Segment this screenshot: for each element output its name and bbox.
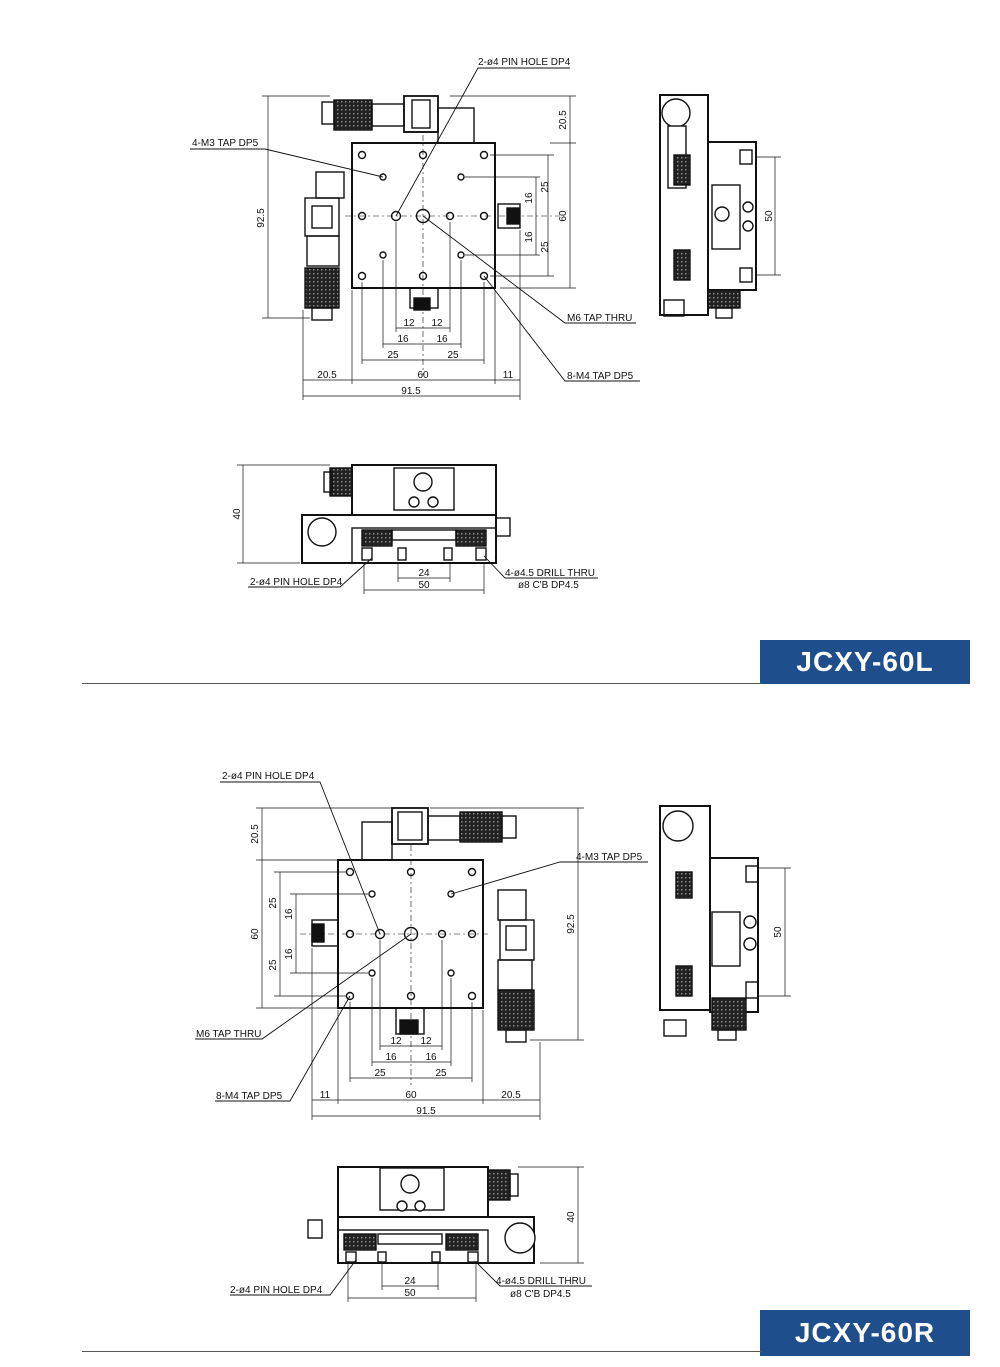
dim-16-d-l: 16 [436, 334, 448, 345]
section-divider [82, 683, 762, 684]
dim-20-5-bot-r: 20.5 [501, 1090, 521, 1101]
dim-25-d-r: 25 [435, 1068, 447, 1079]
dim-16-b-r: 16 [284, 948, 295, 960]
dim-50-side-l: 50 [764, 210, 775, 222]
dim-50-l: 50 [418, 580, 430, 591]
label-m4-tap-r: 8-M4 TAP DP5 [216, 1091, 283, 1102]
dim-50-r: 50 [404, 1288, 416, 1299]
dim-16-d-r: 16 [425, 1052, 437, 1063]
dim-25-a-r: 25 [268, 897, 279, 909]
dim-11-r: 11 [320, 1090, 331, 1101]
dim-12-a-r: 12 [390, 1036, 402, 1047]
dim-60-h-l: 60 [417, 370, 429, 381]
dim-12-a-l: 12 [403, 318, 415, 329]
label-m4-tap-l: 8-M4 TAP DP5 [567, 371, 634, 382]
dim-16-c-r: 16 [385, 1052, 397, 1063]
dim-60-h-r: 60 [405, 1090, 417, 1101]
dim-20-5-top-l: 20.5 [558, 110, 569, 130]
dim-20-5-bot-l: 20.5 [317, 370, 337, 381]
dim-25-c-l: 25 [387, 350, 399, 361]
label-pin-hole-r: 2-ø4 PIN HOLE DP4 [222, 771, 315, 782]
dim-12-b-l: 12 [431, 318, 443, 329]
front-view-l [237, 464, 598, 594]
dim-25-d-l: 25 [447, 350, 459, 361]
model-badge-l: JCXY-60L [760, 640, 970, 684]
dim-40-l: 40 [232, 508, 243, 520]
top-view-r [195, 781, 648, 1120]
section-divider [82, 1351, 762, 1352]
dim-20-5-top-r: 20.5 [250, 824, 261, 844]
dim-25-b-l: 25 [540, 241, 551, 253]
dim-50-side-r: 50 [773, 926, 784, 938]
label-front-pin-hole-r: 2-ø4 PIN HOLE DP4 [230, 1285, 323, 1296]
dim-12-b-r: 12 [420, 1036, 432, 1047]
front-view-r [230, 1166, 592, 1302]
dim-25-a-l: 25 [540, 181, 551, 193]
label-cb-l: ø8 C'B DP4.5 [518, 580, 579, 591]
label-pin-hole-l: 2-ø4 PIN HOLE DP4 [478, 57, 571, 68]
dim-16-a-r: 16 [284, 908, 295, 920]
dim-16-c-l: 16 [397, 334, 409, 345]
side-view-l [659, 94, 781, 319]
dim-24-l: 24 [418, 568, 430, 579]
label-drill-l: 4-ø4.5 DRILL THRU [505, 568, 595, 579]
dim-25-b-r: 25 [268, 959, 279, 971]
dim-91-5-r: 91.5 [416, 1106, 436, 1117]
dim-60-v-l: 60 [558, 210, 569, 222]
dim-92-5-l: 92.5 [256, 208, 267, 228]
dim-16-b-l: 16 [524, 231, 535, 243]
dim-40-r: 40 [566, 1211, 577, 1223]
label-m3-tap-l: 4-M3 TAP DP5 [192, 138, 259, 149]
label-m6-tap-l: M6 TAP THRU [567, 313, 632, 324]
dim-11-l: 11 [503, 370, 514, 381]
dim-92-5-r: 92.5 [566, 914, 577, 934]
dim-60-v-r: 60 [250, 928, 261, 940]
dim-25-c-r: 25 [374, 1068, 386, 1079]
label-cb-r: ø8 C'B DP4.5 [510, 1289, 571, 1300]
dim-24-r: 24 [404, 1276, 416, 1287]
label-drill-r: 4-ø4.5 DRILL THRU [496, 1276, 586, 1287]
model-badge-r: JCXY-60R [760, 1310, 970, 1356]
label-m6-tap-r: M6 TAP THRU [196, 1029, 261, 1040]
label-front-pin-hole-l: 2-ø4 PIN HOLE DP4 [250, 577, 343, 588]
side-view-r [659, 805, 791, 1041]
dim-16-a-l: 16 [524, 192, 535, 204]
top-view-l [190, 67, 640, 400]
label-m3-tap-r: 4-M3 TAP DP5 [576, 852, 643, 863]
dim-91-5-l: 91.5 [401, 386, 421, 397]
